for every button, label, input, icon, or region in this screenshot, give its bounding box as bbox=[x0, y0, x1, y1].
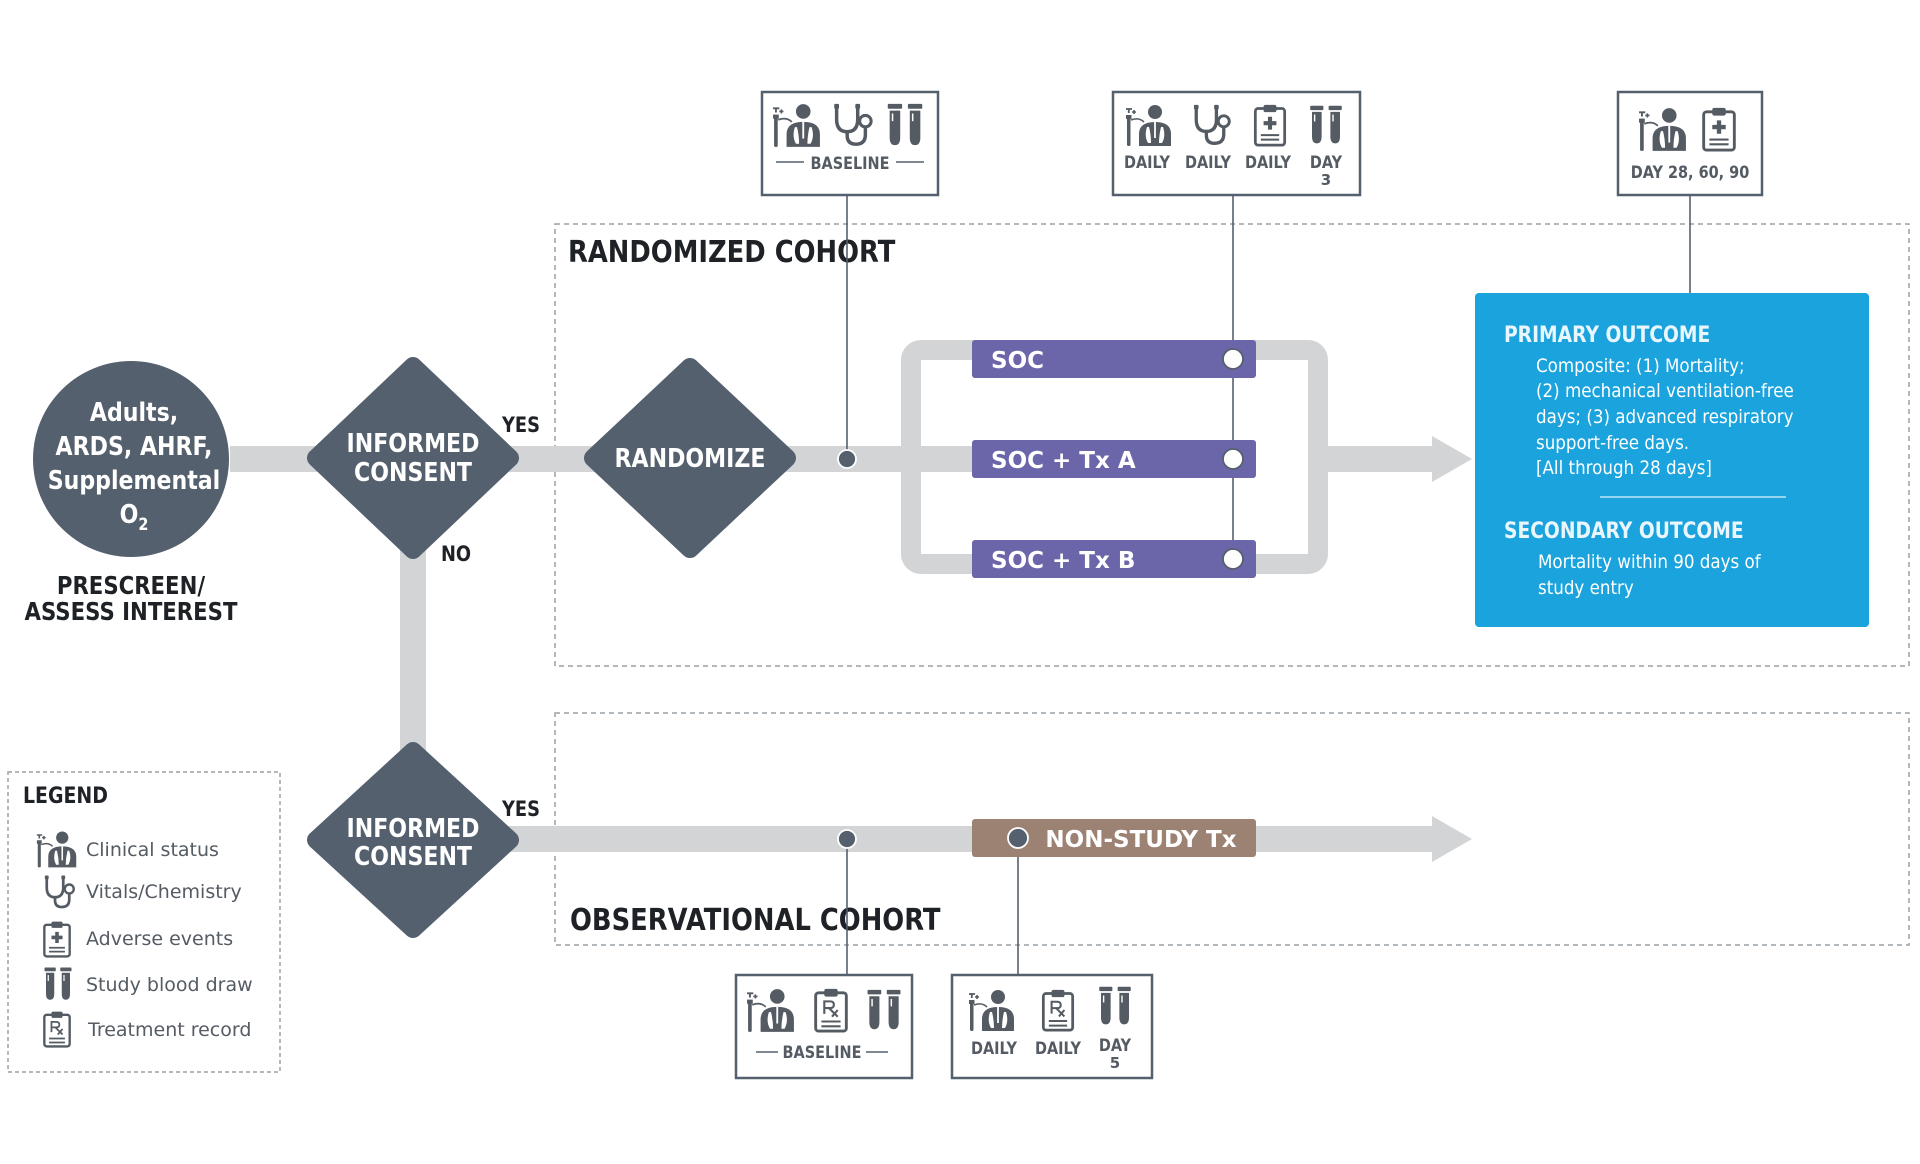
start-population-circle bbox=[33, 361, 229, 557]
primary-outcome-line-1: Composite: (1) Mortality; bbox=[1536, 355, 1745, 377]
obs-daily-label-2: DAILY bbox=[1035, 1038, 1081, 1058]
legend-icon-adverse-events-icon bbox=[42, 919, 72, 959]
consent-bottom-line-1: INFORMED bbox=[347, 813, 480, 843]
rand-daily-label-4: DAY bbox=[1310, 152, 1343, 172]
legend-label-vitals-chemistry: Vitals/Chemistry bbox=[86, 881, 242, 903]
assessment-box-obs-daily: DAILY DAILY DAY 5 bbox=[950, 973, 1154, 1080]
consent-top-no-label: NO bbox=[441, 542, 471, 567]
arm-soc-tx-a bbox=[972, 440, 1256, 478]
prescreen-caption-line-2: ASSESS INTEREST bbox=[25, 597, 238, 626]
arm-soc bbox=[972, 340, 1256, 378]
randomized-cohort-frame bbox=[554, 223, 1910, 667]
arm-soc-tx-b bbox=[972, 540, 1256, 578]
nonstudy-treatment-bar bbox=[972, 819, 1256, 857]
legend-title: LEGEND bbox=[23, 783, 108, 809]
flow-outcome-arrowhead bbox=[1432, 436, 1472, 482]
consent-top-line-2: CONSENT bbox=[354, 457, 472, 487]
flow-consent-to-observational bbox=[400, 545, 426, 765]
primary-outcome-line-5: [All through 28 days] bbox=[1536, 457, 1712, 479]
legend-icon-treatment-record-icon bbox=[43, 1010, 71, 1048]
rand-daily-icon-3 bbox=[1255, 105, 1284, 145]
legend: LEGEND Clinical status Vitals/Chemistry … bbox=[7, 771, 281, 1073]
legend-label-clinical-status: Clinical status bbox=[86, 839, 219, 861]
start-o2: O2 bbox=[120, 499, 149, 534]
timepoint-markers bbox=[837, 348, 1244, 849]
assessment-box-rand-followup: DAY 28, 60, 90 bbox=[1616, 90, 1764, 197]
informed-consent-diamond-top bbox=[307, 357, 519, 559]
assessment-box-rand-daily: DAILY DAILY DAILY DAY 3 bbox=[1111, 90, 1362, 197]
legend-label-treatment-record: Treatment record bbox=[87, 1019, 251, 1041]
legend-label-study-blood-draw: Study blood draw bbox=[86, 974, 253, 996]
randomize-diamond bbox=[584, 358, 796, 558]
consent-bottom-line-2: CONSENT bbox=[354, 841, 472, 871]
rand-daily-day-number: 3 bbox=[1321, 171, 1331, 189]
rand-daily-label-2: DAILY bbox=[1185, 152, 1231, 172]
flow-lines bbox=[230, 436, 1472, 862]
rand-followup-label: DAY 28, 60, 90 bbox=[1631, 162, 1750, 182]
secondary-outcome-line-1: Mortality within 90 days of bbox=[1538, 551, 1761, 573]
obs-daily-icon-2 bbox=[1041, 988, 1075, 1032]
start-line-3: Supplemental bbox=[48, 465, 221, 495]
dot-arm-soc bbox=[1222, 348, 1244, 370]
obs-baseline-label: BASELINE bbox=[783, 1042, 862, 1062]
primary-outcome-line-3: days; (3) advanced respiratory bbox=[1536, 406, 1794, 428]
flow-randomize-to-arms bbox=[780, 446, 980, 472]
rand-daily-label-3: DAILY bbox=[1245, 152, 1291, 172]
flow-observational-main bbox=[505, 826, 1436, 852]
primary-outcome-title: PRIMARY OUTCOME bbox=[1504, 322, 1710, 348]
randomize-label: RANDOMIZE bbox=[615, 443, 766, 473]
start-line-1: Adults, bbox=[90, 397, 178, 427]
observational-cohort-title: OBSERVATIONAL COHORT bbox=[570, 902, 941, 937]
flow-observational-arrowhead bbox=[1432, 816, 1472, 862]
dot-rand-baseline bbox=[837, 449, 857, 469]
outcomes-panel: PRIMARY OUTCOME Composite: (1) Mortality… bbox=[1475, 293, 1869, 627]
start-line-2: ARDS, AHRF, bbox=[56, 431, 213, 461]
arm-soc-tx-b-label: SOC + Tx B bbox=[991, 548, 1135, 574]
informed-consent-diamond-bottom bbox=[307, 742, 519, 938]
obs-daily-day-number: 5 bbox=[1110, 1054, 1120, 1072]
arm-soc-tx-a-label: SOC + Tx A bbox=[991, 448, 1136, 474]
dot-arm-soc-tx-a bbox=[1222, 448, 1244, 470]
start-o2-sub: 2 bbox=[138, 514, 148, 534]
dot-arm-soc-tx-b bbox=[1222, 548, 1244, 570]
nonstudy-treatment-label: NON-STUDY Tx bbox=[1045, 827, 1236, 853]
primary-outcome-line-2: (2) mechanical ventilation-free bbox=[1536, 380, 1794, 402]
obs-daily-label-1: DAILY bbox=[971, 1038, 1017, 1058]
start-population-text: Adults, ARDS, AHRF, Supplemental O2 bbox=[48, 397, 221, 534]
secondary-outcome-line-2: study entry bbox=[1538, 577, 1634, 599]
obs-baseline-icon-2 bbox=[814, 987, 848, 1033]
rand-followup-icon-2 bbox=[1704, 108, 1735, 150]
secondary-outcome-title: SECONDARY OUTCOME bbox=[1504, 518, 1744, 544]
assessment-box-rand-baseline: BASELINE bbox=[760, 90, 940, 197]
flow-arms-to-outcome bbox=[1320, 446, 1436, 472]
dot-obs-baseline bbox=[837, 829, 857, 849]
consent-top-line-1: INFORMED bbox=[347, 428, 480, 458]
rand-daily-label-1: DAILY bbox=[1124, 152, 1170, 172]
assessment-connectors bbox=[846, 195, 1691, 975]
obs-daily-label-3: DAY bbox=[1099, 1035, 1132, 1055]
arm-soc-label: SOC bbox=[991, 348, 1044, 374]
rand-baseline-label: BASELINE bbox=[811, 153, 890, 173]
dot-obs-daily bbox=[1007, 827, 1029, 849]
randomized-cohort-title: RANDOMIZED COHORT bbox=[568, 234, 895, 269]
prescreen-caption-line-1: PRESCREEN/ bbox=[57, 571, 206, 600]
start-o2-main: O bbox=[120, 499, 139, 529]
assessment-box-obs-baseline: BASELINE bbox=[734, 973, 914, 1080]
primary-outcome-line-4: support-free days. bbox=[1536, 432, 1689, 454]
consent-bottom-yes-label: YES bbox=[501, 797, 540, 822]
legend-label-adverse-events: Adverse events bbox=[86, 928, 233, 950]
consent-top-yes-label: YES bbox=[501, 413, 540, 438]
